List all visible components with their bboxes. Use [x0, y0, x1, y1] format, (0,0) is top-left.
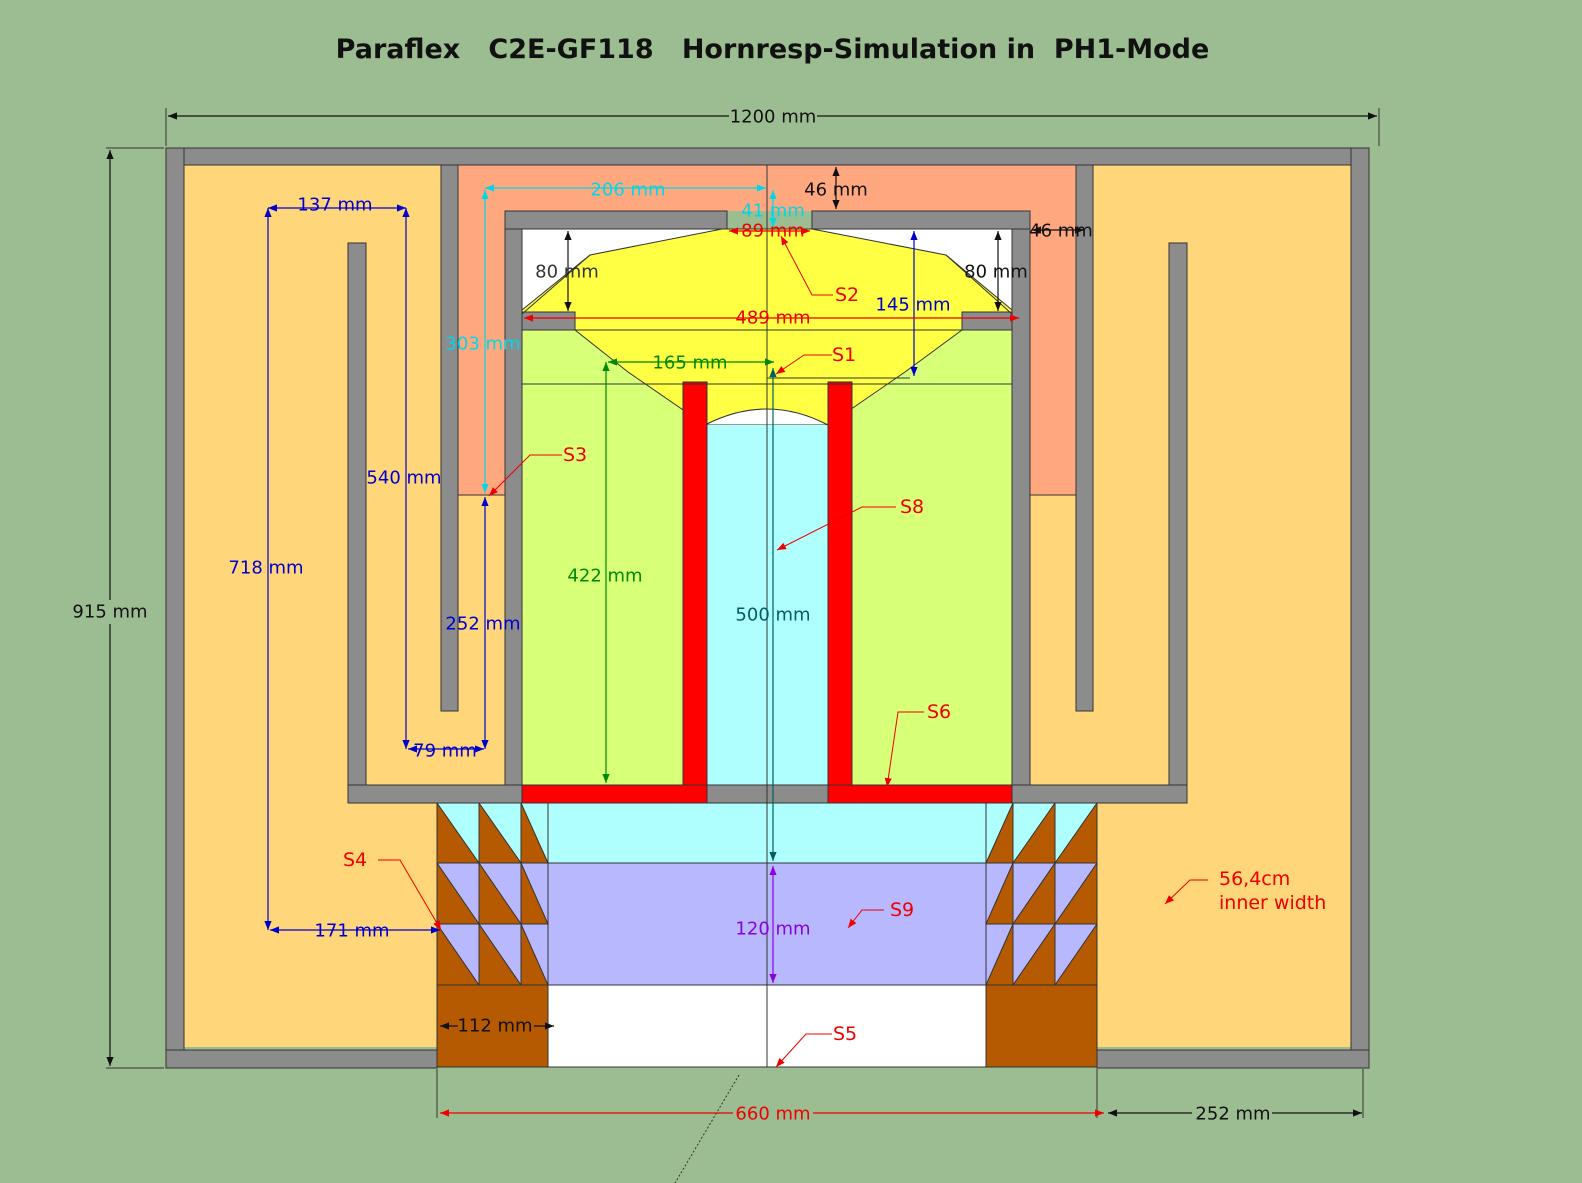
tube-base-right [827, 784, 1013, 804]
label-mouth-width: 660 mm [735, 1104, 810, 1125]
tube-wall-right [827, 381, 853, 786]
brace-left-cell-2-1-triangle [478, 922, 522, 986]
brace-triangles-left [436, 801, 549, 986]
label-s5: S5 [833, 1023, 857, 1045]
driver-box-top-left [504, 210, 728, 230]
label-fold-gap: 79 mm [413, 741, 477, 762]
label-s9: S9 [890, 899, 914, 921]
driver-box-right-wall [1011, 210, 1031, 789]
label-s4: S4 [343, 849, 367, 871]
fold-panel-left-inner [440, 164, 459, 712]
label-line-length: 718 mm [228, 558, 303, 579]
label-fold-length: 540 mm [366, 468, 441, 489]
outer-wall-top [165, 147, 1370, 166]
fold-panel-left-outer [347, 242, 367, 789]
label-side-offset: 252 mm [1195, 1104, 1270, 1125]
section-labels: S1 S2 S3 S4 S5 S6 S8 S9 56,4cm inner wid… [343, 284, 1326, 1045]
label-driver-opening: 89 mm [741, 221, 805, 242]
fold-panel-right-outer [1168, 242, 1188, 789]
label-inner-width-value: 56,4cm [1219, 868, 1290, 890]
leader-inner-width [1164, 879, 1208, 905]
label-driver-depth: 145 mm [875, 295, 950, 316]
label-driver-width: 489 mm [735, 308, 810, 329]
label-s1: S1 [832, 344, 856, 366]
label-overall-width: 1200 mm [730, 107, 817, 128]
leader-s3 [488, 454, 562, 497]
outer-wall-left [165, 147, 185, 1069]
leader-s9 [847, 909, 884, 929]
brace-left-cell-2-2-triangle [520, 923, 549, 986]
outer-chamber-right [1097, 165, 1351, 1047]
outer-chamber-left [184, 165, 437, 1047]
bracing-right [985, 801, 1098, 1068]
label-fold-width: 137 mm [297, 195, 372, 216]
label-lower-height: 120 mm [735, 919, 810, 940]
label-right-depth: 80 mm [964, 262, 1028, 283]
outer-wall-bottom-right [1096, 1049, 1370, 1069]
leader-s1 [775, 354, 832, 375]
label-top-chamber-width: 206 mm [590, 180, 665, 201]
label-s6: S6 [927, 701, 951, 723]
tube-wall-left [682, 381, 708, 786]
label-upper-height: 303 mm [445, 334, 520, 355]
dimension-labels: 1200 mm 915 mm 206 mm 303 mm 41 mm 46 mm… [68, 104, 1272, 1125]
leader-lines [378, 235, 1208, 1068]
tube-base-left [521, 784, 708, 804]
leader-s2 [780, 235, 833, 296]
baffle-right [961, 311, 1013, 331]
leader-s8 [776, 506, 896, 551]
brace-triangles-right [985, 801, 1098, 986]
label-brace-width: 112 mm [457, 1016, 532, 1037]
brace-block-right [985, 984, 1098, 1068]
label-half-width: 165 mm [652, 353, 727, 374]
label-inner-width-text: inner width [1219, 892, 1326, 914]
label-driver-gap: 41 mm [741, 201, 805, 222]
label-s3: S3 [563, 444, 587, 466]
driver-box-top-right [811, 210, 1031, 230]
label-side-wall-gap: 46 mm [1029, 221, 1093, 242]
red-tube [521, 381, 1013, 804]
outer-wall-bottom-left [165, 1049, 438, 1069]
baffle-left [521, 311, 576, 331]
label-base-offset: 171 mm [314, 921, 389, 942]
outer-wall-right [1350, 147, 1370, 1069]
label-s8: S8 [900, 496, 924, 518]
label-s2: S2 [835, 284, 859, 306]
driver-box-left-wall [504, 210, 523, 789]
label-top-wall-gap: 46 mm [804, 180, 868, 201]
fold-panel-right-inner [1075, 164, 1094, 712]
label-lower-fold: 252 mm [445, 614, 520, 635]
label-tube-length: 500 mm [735, 605, 810, 626]
label-left-depth: 80 mm [535, 262, 599, 283]
leader-s6 [884, 711, 924, 788]
page-title: Paraflex C2E-GF118 Hornresp-Simulation i… [335, 34, 1210, 65]
label-chamber-height: 422 mm [567, 566, 642, 587]
leader-s5 [775, 1033, 832, 1068]
leader-s4 [378, 859, 442, 931]
upper-chamber [458, 165, 1076, 495]
label-overall-height: 915 mm [72, 602, 147, 623]
